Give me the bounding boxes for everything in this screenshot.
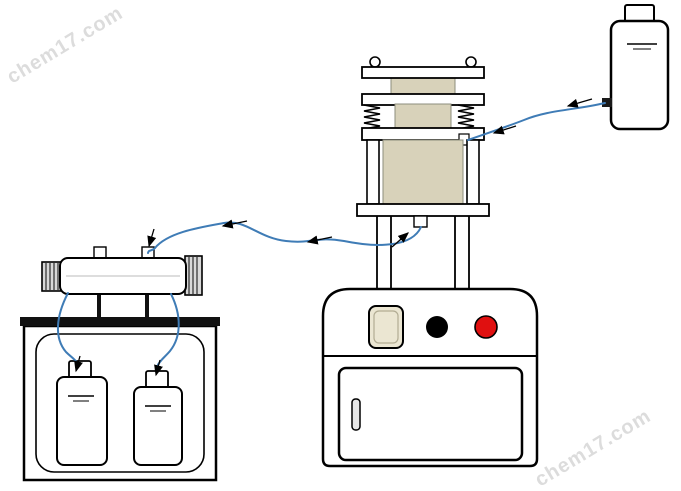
tube-bottle-to-column xyxy=(467,102,606,141)
waste-bottle-left-cap xyxy=(68,360,92,379)
waste-bottle-right xyxy=(133,370,183,466)
knob-left-ribs xyxy=(45,263,59,290)
press-column-assembly xyxy=(356,56,490,295)
column-outlet-port xyxy=(413,215,428,228)
black-knob xyxy=(426,316,448,338)
waste-bottle-left-level-marks xyxy=(68,395,94,402)
watermark-bottom-right: chem17.com xyxy=(531,405,655,491)
flow-arrow-8 xyxy=(154,359,163,377)
support-rod-right xyxy=(466,139,480,205)
press-plate-4 xyxy=(356,203,490,217)
flow-arrow-6 xyxy=(147,228,157,248)
reagent-outlet-port xyxy=(602,98,612,107)
flow-arrows xyxy=(74,98,593,377)
flow-arrow-1 xyxy=(566,98,593,108)
chamber-lid-bar xyxy=(20,317,220,326)
flow-arrow-7 xyxy=(74,355,83,373)
flow-arrow-5 xyxy=(221,219,248,229)
sample-block-middle xyxy=(394,103,452,130)
press-plate-1 xyxy=(361,66,485,79)
door-handle xyxy=(351,398,361,431)
waste-bottle-right-body xyxy=(133,386,183,466)
support-rod-left xyxy=(366,139,380,205)
knob-right-ribs xyxy=(188,257,198,294)
tubing-group xyxy=(56,102,606,368)
manifold-knob-right xyxy=(184,255,203,296)
reagent-bottle xyxy=(602,4,670,131)
column-leg-left xyxy=(376,211,392,295)
chamber-box xyxy=(22,324,218,482)
top-bolt-right xyxy=(465,56,477,68)
panel-switch xyxy=(368,305,404,349)
waste-bottle-left xyxy=(56,360,108,466)
valve-manifold xyxy=(41,246,203,320)
column-main-body xyxy=(382,139,464,205)
tube-column-to-manifold xyxy=(147,221,422,254)
flow-arrow-2 xyxy=(492,125,517,135)
waste-bottle-right-level-marks xyxy=(145,405,171,412)
reagent-bottle-body xyxy=(609,19,670,131)
base-unit xyxy=(321,287,539,468)
chamber-window xyxy=(35,333,205,473)
compression-spring-right xyxy=(457,104,475,130)
top-bolt-left xyxy=(369,56,381,68)
flow-arrow-3 xyxy=(391,232,409,248)
waste-bottle-left-body xyxy=(56,376,108,466)
collection-chamber xyxy=(20,317,220,482)
reagent-bottle-cap xyxy=(624,4,655,23)
flow-arrow-4 xyxy=(306,235,333,245)
manifold-stand-right xyxy=(145,294,149,320)
panel-switch-inner xyxy=(373,310,399,344)
compression-spring-left xyxy=(363,104,381,130)
tube-manifold-to-left-bottle xyxy=(56,292,78,364)
manifold-stand-left xyxy=(97,294,101,320)
red-button xyxy=(474,315,498,339)
machine-door xyxy=(337,366,524,462)
manifold-knob-left xyxy=(41,261,62,292)
watermark-top-left: chem17.com xyxy=(3,2,127,88)
press-plate-2 xyxy=(361,93,485,106)
reagent-liquid-level-marks xyxy=(627,43,657,50)
column-leg-right xyxy=(454,211,470,295)
